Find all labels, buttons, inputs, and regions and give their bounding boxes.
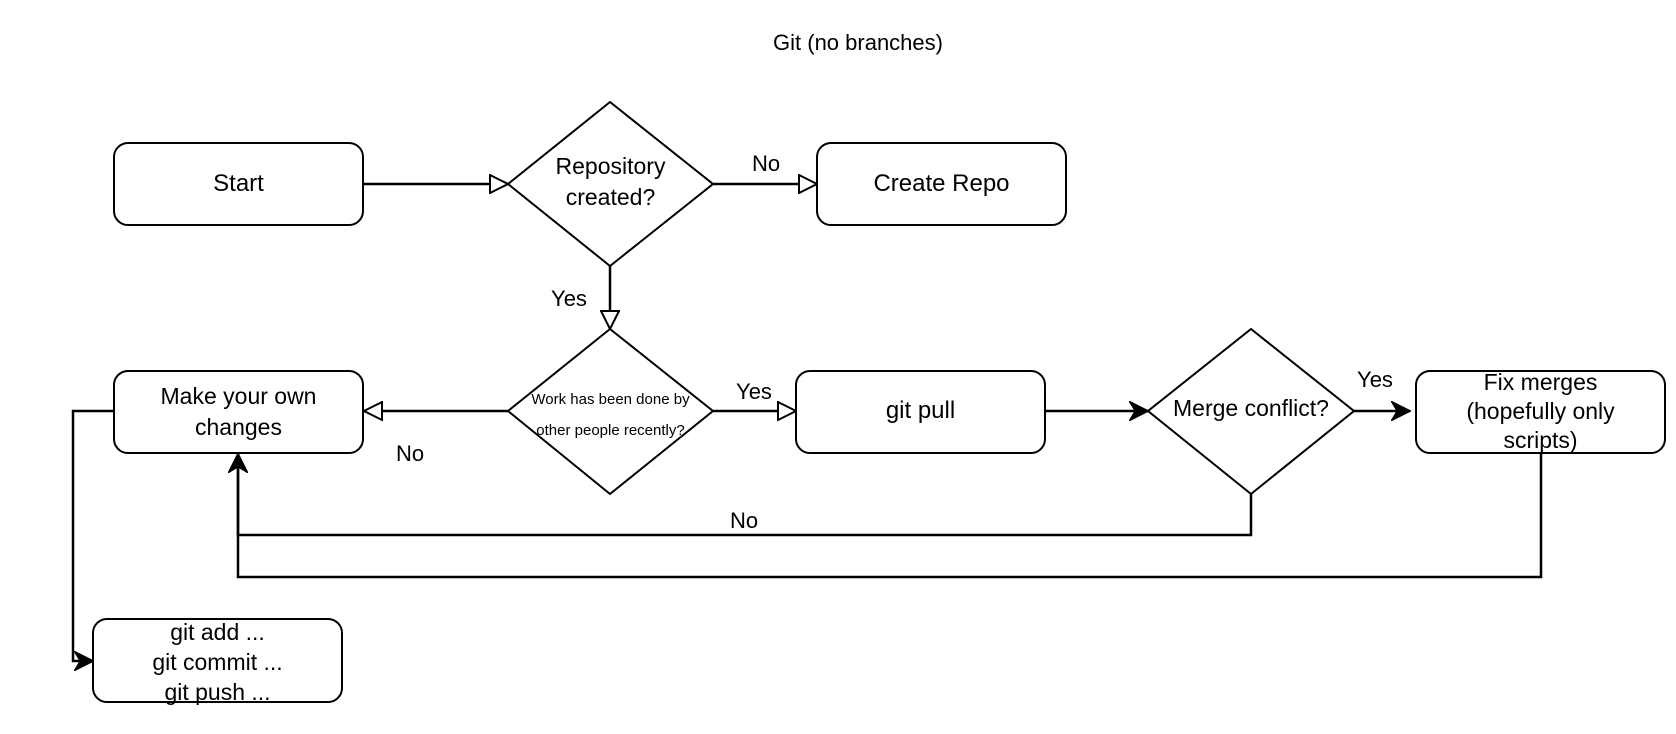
- repository-created-label-line2: created?: [565, 184, 656, 210]
- repository-created-decision: [506, 100, 715, 268]
- git-push-line: git push ...: [164, 679, 271, 705]
- git-pull-node: [795, 370, 1046, 454]
- edge-label-work-yes: Yes: [736, 379, 772, 404]
- work-done-decision: [506, 327, 715, 496]
- work-done-label-line1: Work has been done by: [531, 391, 690, 408]
- git-add-line: git add ...: [170, 619, 265, 645]
- repository-created-label-line1: Repository: [555, 153, 666, 179]
- work-done-label-line2: other people recently?: [536, 422, 685, 439]
- edge-fix-to-changes: [236, 453, 1543, 579]
- make-changes-label: Make your own changes: [114, 381, 363, 443]
- edge-label-repo-no: No: [751, 151, 781, 176]
- repository-created-label: Repository created?: [508, 151, 713, 213]
- fix-merges-label: Fix merges (hopefully only scripts): [1416, 368, 1665, 455]
- fix-merges-node: [1415, 370, 1666, 454]
- edge-label-merge-yes: Yes: [1357, 367, 1393, 392]
- git-pull-label: git pull: [885, 397, 956, 424]
- make-changes-node: [113, 370, 364, 454]
- diagram-title: Git (no branches): [773, 30, 943, 55]
- git-commit-line: git commit ...: [152, 649, 283, 675]
- fix-merges-label-line1: Fix merges: [1483, 369, 1598, 395]
- git-commands-node: [92, 618, 343, 703]
- edge-changes-to-commands: [71, 409, 114, 661]
- edge-label-repo-yes: Yes: [551, 286, 587, 311]
- work-done-label: Work has been done by other people recen…: [508, 384, 713, 446]
- merge-conflict-label: Merge conflict?: [1173, 395, 1329, 421]
- create-repo-node: [816, 142, 1067, 226]
- create-repo-label: Create Repo: [873, 170, 1010, 197]
- start-label: Start: [213, 170, 264, 197]
- make-changes-label-line1: Make your own: [160, 383, 317, 409]
- fix-merges-label-line2: (hopefully only: [1466, 398, 1615, 424]
- start-node: [113, 142, 364, 226]
- git-commands-label: git add ... git commit ... git push ...: [93, 617, 342, 707]
- merge-conflict-decision: [1146, 327, 1356, 496]
- make-changes-label-line2: changes: [195, 414, 282, 440]
- edge-label-work-no: No: [395, 441, 425, 466]
- edge-label-merge-no: No: [729, 508, 759, 533]
- fix-merges-label-line3: scripts): [1503, 427, 1578, 453]
